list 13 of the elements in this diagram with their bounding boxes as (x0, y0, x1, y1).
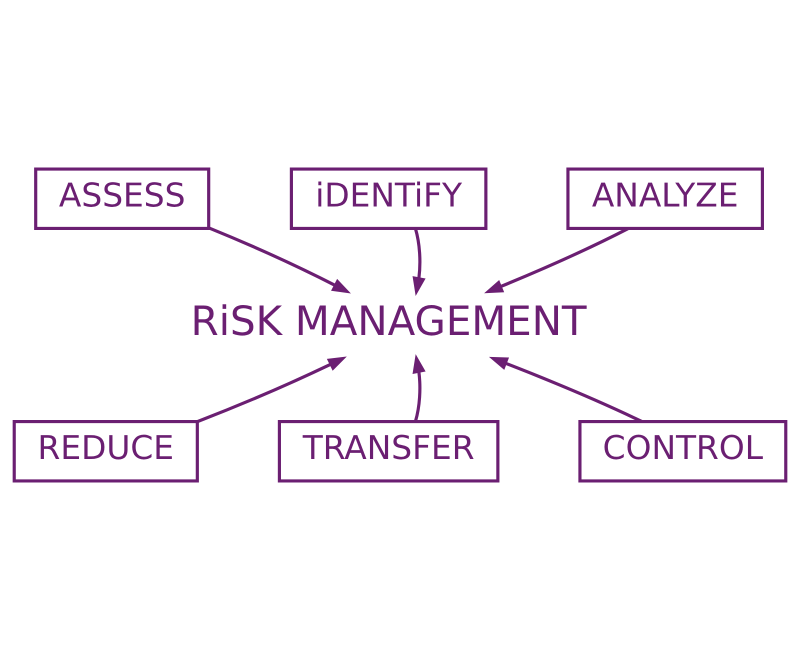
node-box: ANALYZE (566, 167, 764, 230)
node-box: TRANSFER (278, 420, 500, 483)
node-box: ASSESS (34, 167, 210, 230)
arrow (208, 226, 351, 294)
arrow (196, 356, 347, 424)
arrow (412, 228, 426, 296)
arrow (488, 356, 642, 423)
arrow (412, 354, 426, 422)
node-text: RiSK MANAGEMENT (190, 297, 587, 346)
arrow (484, 227, 629, 294)
node-box: CONTROL (578, 420, 788, 483)
node-box: REDUCE (12, 420, 199, 483)
node-box: iDENTiFY (290, 167, 488, 230)
